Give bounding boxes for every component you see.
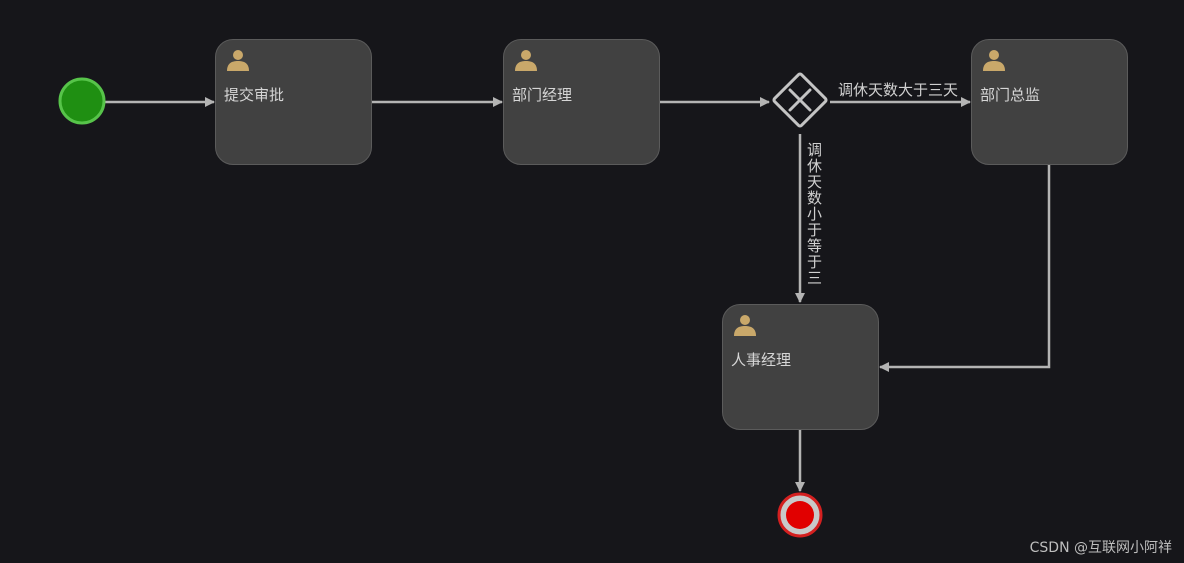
end-event[interactable]	[777, 492, 823, 538]
task-submit-approval[interactable]: 提交审批	[215, 39, 372, 165]
user-icon	[734, 315, 756, 336]
flow-label-three-or-less: 调休天数小于等于三	[805, 142, 823, 286]
flow-label-more-than-three: 调休天数大于三天	[838, 81, 959, 99]
user-icon	[983, 50, 1005, 71]
exclusive-gateway[interactable]	[772, 72, 828, 128]
task-label: 提交审批	[224, 86, 285, 104]
watermark: CSDN @互联网小阿祥	[1029, 540, 1172, 556]
task-dept-director[interactable]: 部门总监	[971, 39, 1128, 165]
task-label: 部门经理	[512, 86, 573, 104]
task-label: 部门总监	[980, 86, 1041, 104]
x-icon	[788, 88, 812, 112]
flow-dept-director-to-hr-manager[interactable]	[879, 164, 1051, 372]
task-label: 人事经理	[731, 351, 792, 369]
start-event[interactable]	[58, 77, 106, 125]
user-icon	[227, 50, 249, 71]
user-icon	[515, 50, 537, 71]
task-dept-manager[interactable]: 部门经理	[503, 39, 660, 165]
task-hr-manager[interactable]: 人事经理	[722, 304, 879, 430]
